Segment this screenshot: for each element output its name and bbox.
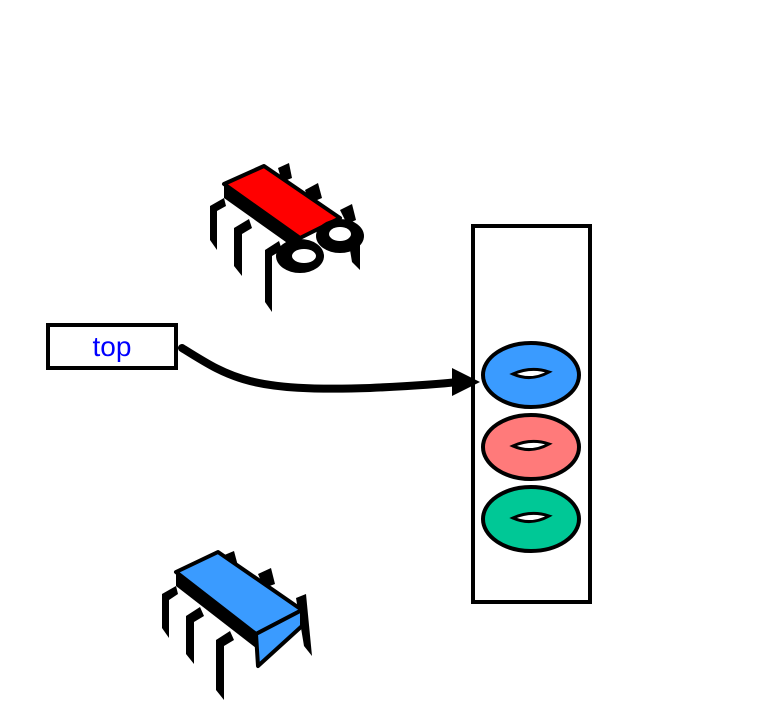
top-pointer-box: top: [46, 323, 178, 370]
top-pointer-label: top: [92, 330, 132, 362]
stack-item-0: [481, 341, 581, 409]
stack-item-2: [481, 485, 581, 553]
top-pointer-arrow: [178, 344, 480, 396]
blue-bug-icon: [162, 550, 312, 700]
stack-item-1: [481, 413, 581, 481]
red-bug-icon: [210, 163, 364, 312]
